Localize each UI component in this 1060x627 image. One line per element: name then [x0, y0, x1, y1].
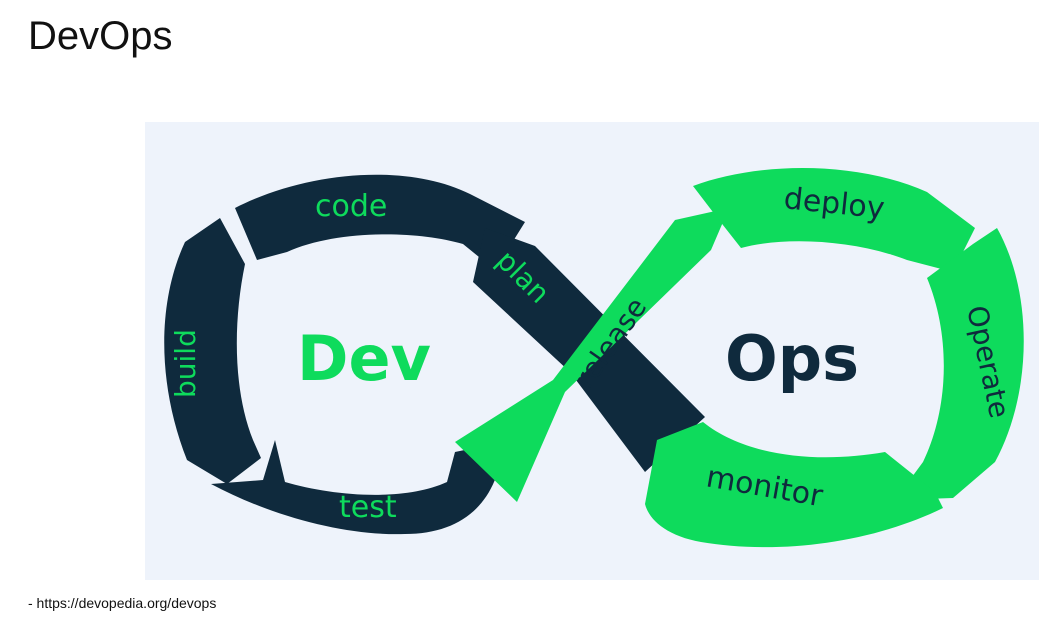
- segment-monitor: [645, 422, 943, 548]
- ops-label: Ops: [725, 322, 859, 395]
- dev-label: Dev: [297, 322, 431, 395]
- source-citation: - https://devopedia.org/devops: [28, 595, 217, 611]
- segment-operate: [895, 228, 1024, 500]
- devops-infinity-diagram: Dev Ops code plan build test release dep…: [145, 122, 1039, 580]
- slide-title: DevOps: [28, 14, 173, 58]
- segment-test: [211, 440, 503, 535]
- segment-code: [235, 174, 525, 270]
- stage-label-build: build: [169, 329, 202, 398]
- stage-label-code: code: [315, 189, 387, 224]
- segment-deploy: [693, 167, 975, 272]
- segment-release: [455, 208, 729, 502]
- infinity-loop-graphic: Dev Ops code plan build test release dep…: [145, 122, 1039, 580]
- stage-label-test: test: [339, 490, 397, 525]
- segment-build: [164, 218, 261, 484]
